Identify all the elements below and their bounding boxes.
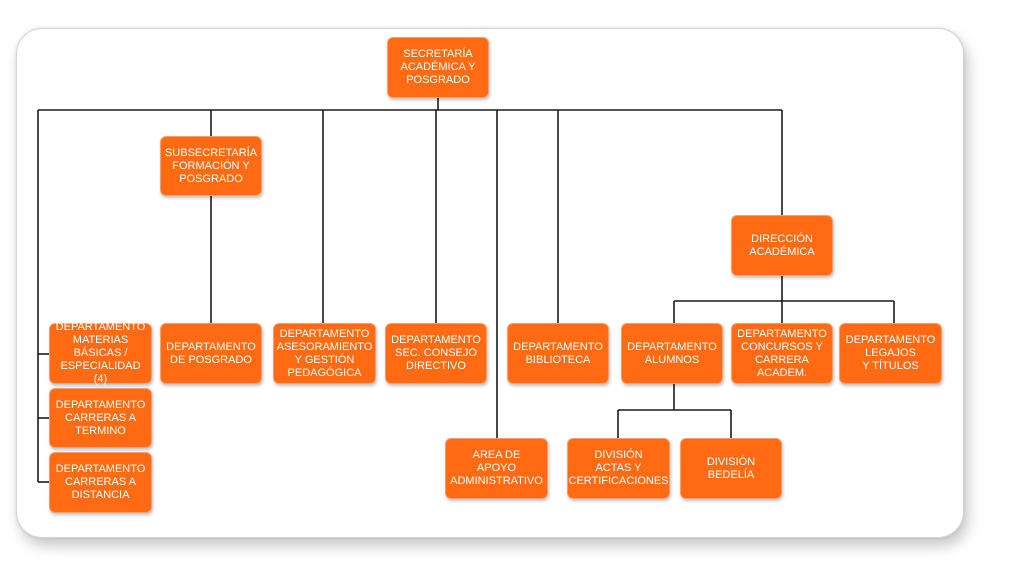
node-apoyo-administrativo: AREA DE APOYO ADMINISTRATIVO xyxy=(445,438,548,499)
node-materias-basicas: DEPARTAMENTO MATERIAS BÁSICAS / ESPECIAL… xyxy=(49,321,152,385)
node-biblioteca: DEPARTAMENTO BIBLIOTECA xyxy=(507,323,609,384)
node-carreras-termino: DEPARTAMENTO CARRERAS A TERMINO xyxy=(49,388,152,448)
node-legajos: DEPARTAMENTO LEGAJOS Y TÍTULOS xyxy=(839,323,942,384)
node-concursos: DEPARTAMENTO CONCURSOS Y CARRERA ACADEM. xyxy=(731,323,833,384)
node-division-actas: DIVISIÓN ACTAS Y CERTIFICACIONES xyxy=(567,438,670,499)
node-division-bedelia: DIVISIÓN BEDELÍA xyxy=(680,438,782,499)
node-alumnos: DEPARTAMENTO ALUMNOS xyxy=(621,323,723,384)
node-subsecretaria: SUBSECRETARÍA FORMACIÓN Y POSGRADO xyxy=(160,136,262,196)
node-posgrado: DEPARTAMENTO DE POSGRADO xyxy=(160,323,262,384)
node-asesoramiento: DEPARTAMENTO ASESORAMIENTO Y GESTIÓN PED… xyxy=(273,323,376,384)
node-secretaria-academica: SECRETARÍA ACADÉMICA Y POSGRADO xyxy=(387,37,489,98)
node-consejo-directivo: DEPARTAMENTO SEC. CONSEJO DIRECTIVO xyxy=(385,323,487,384)
node-carreras-distancia: DEPARTAMENTO CARRERAS A DISTANCIA xyxy=(49,452,152,513)
node-direccion-academica: DIRECCIÓN ACADÉMICA xyxy=(731,215,833,276)
